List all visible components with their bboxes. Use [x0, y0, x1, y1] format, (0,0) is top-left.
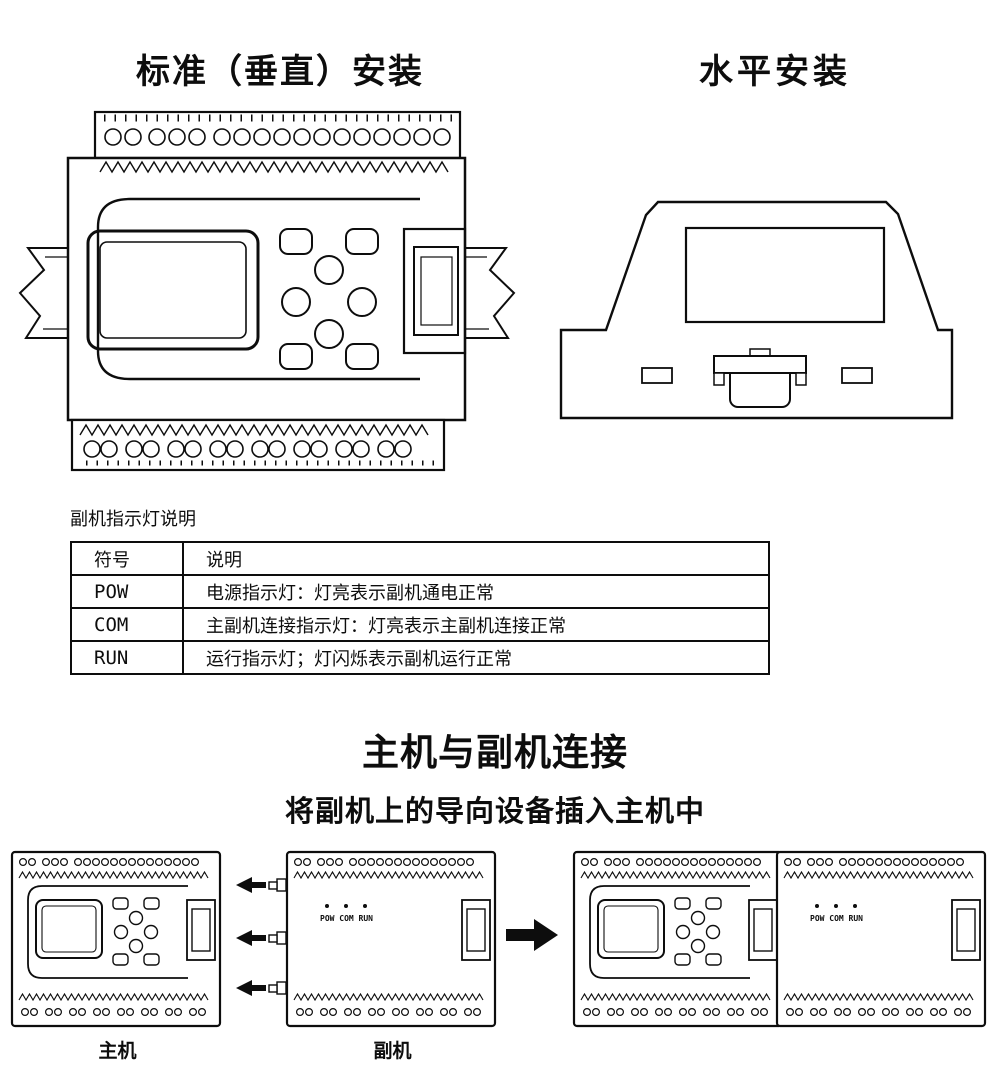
device-body [66, 156, 467, 422]
result-arrow-icon [506, 919, 558, 951]
master-unit-drawing [10, 850, 222, 1028]
left-arrow-icon [236, 980, 266, 996]
side-window [684, 226, 886, 324]
left-arrow-icon [236, 930, 266, 946]
col-header-symbol: 符号 [70, 541, 184, 576]
horizontal-install-diagram [559, 200, 954, 420]
connection-diagram: POW COM RUN POW COM RUN [10, 850, 987, 1028]
insert-direction-arrows [236, 877, 266, 996]
connection-subtitle: 将副机上的导向设备插入主机中 [284, 796, 705, 828]
col-header-desc: 说明 [182, 541, 770, 576]
expansion-port [402, 227, 467, 355]
din-rail-clip [713, 348, 807, 408]
table-header-row: 符号 说明 [70, 541, 770, 576]
table-row-run: RUN 运行指示灯；灯闪烁表示副机运行正常 [70, 640, 770, 675]
symbol-cell: COM [70, 607, 184, 642]
combined-master-drawing [572, 850, 784, 1028]
housing-channel [96, 197, 420, 381]
vent-strip-top [99, 160, 449, 174]
indicator-table: 符号 说明 POW 电源指示灯：灯亮表示副机通电正常 COM 主副机连接指示灯：… [70, 541, 770, 675]
side-slot-right [841, 367, 873, 384]
din-rail [18, 247, 516, 339]
table-row-pow: POW 电源指示灯：灯亮表示副机通电正常 [70, 574, 770, 609]
left-arrow-icon [236, 877, 266, 893]
din-rail-right-stub [465, 247, 516, 339]
desc-cell: 主副机连接指示灯：灯亮表示主副机连接正常 [182, 607, 770, 642]
vertical-install-diagram [18, 110, 516, 472]
terminal-screws-bottom [83, 440, 412, 458]
combined-slave-drawing [775, 850, 987, 1028]
slave-led-labels: POW COM RUN [320, 914, 373, 923]
connection-title: 主机与副机连接 [362, 732, 628, 773]
table-row-com: COM 主副机连接指示灯：灯亮表示主副机连接正常 [70, 607, 770, 642]
indicator-table-caption: 副机指示灯说明 [70, 509, 196, 529]
terminal-screws-top [104, 128, 451, 146]
horizontal-install-title: 水平安装 [699, 52, 851, 92]
din-rail-left-stub [18, 247, 68, 339]
desc-cell: 电源指示灯：灯亮表示副机通电正常 [182, 574, 770, 609]
slave-unit-drawing [285, 850, 497, 1028]
vertical-install-title: 标准（垂直）安装 [136, 52, 424, 92]
symbol-cell: POW [70, 574, 184, 609]
device-front-view [66, 110, 467, 472]
slave-label: 副机 [373, 1040, 412, 1062]
keypad [279, 228, 379, 370]
terminal-block-bottom [70, 418, 446, 472]
guide-pins [268, 878, 287, 995]
lcd-screen-inner [99, 241, 247, 339]
master-label: 主机 [98, 1040, 137, 1062]
vent-strip-bottom [79, 423, 429, 437]
side-slot-left [641, 367, 673, 384]
symbol-cell: RUN [70, 640, 184, 675]
lcd-screen [86, 229, 260, 351]
combined-slave-led-labels: POW COM RUN [810, 914, 863, 923]
desc-cell: 运行指示灯；灯闪烁表示副机运行正常 [182, 640, 770, 675]
